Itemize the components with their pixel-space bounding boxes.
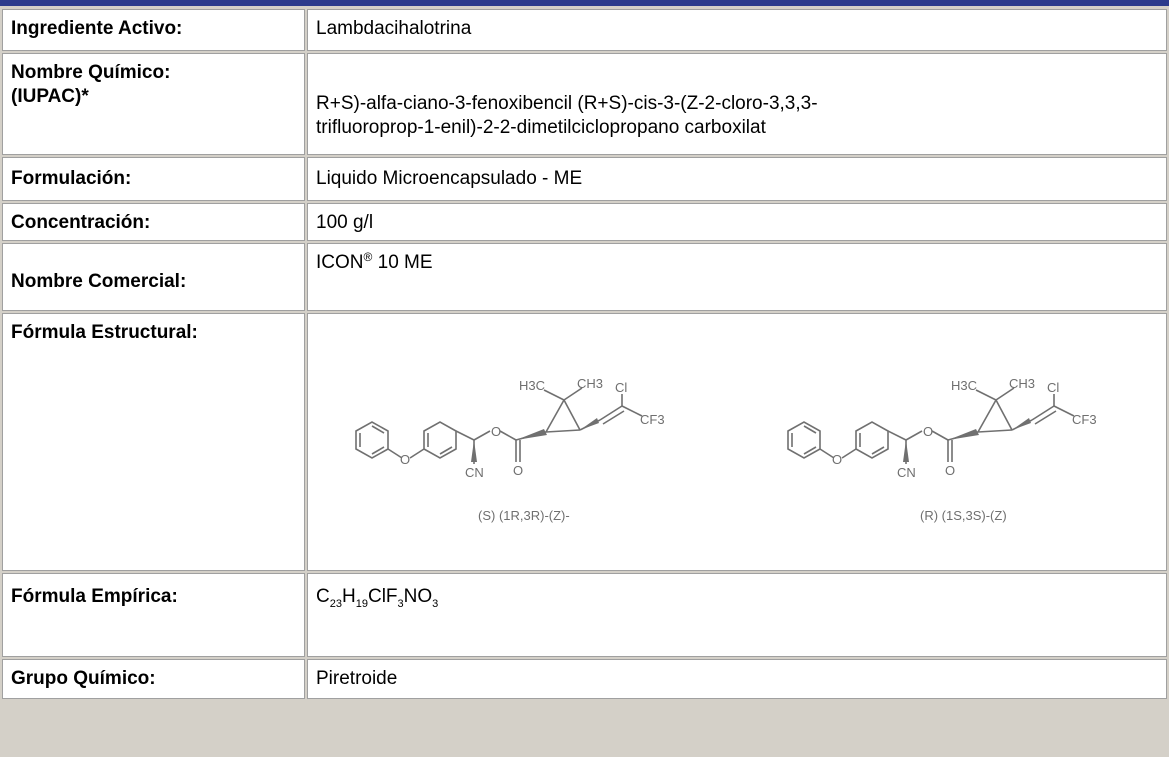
fe-c-count: 23: [329, 598, 342, 610]
right-cn-label: CN: [897, 465, 916, 480]
formula-estructural-value: O O O CN H3C CH3 Cl CF3 (S) (1R,3R)-(Z)-: [307, 313, 1167, 571]
table-row: Nombre Químico: (IUPAC)* R+S)-alfa-ciano…: [2, 53, 1167, 155]
right-stereo-wedges: [903, 418, 1031, 462]
right-carbonyl-oxygen-label: O: [945, 463, 955, 478]
nombre-comercial-brand: ICON: [316, 252, 364, 273]
fe-no: NO: [403, 586, 433, 607]
left-h3c-label: H3C: [519, 378, 545, 393]
fe-o-count: 3: [432, 598, 439, 610]
left-stereo-caption: (S) (1R,3R)-(Z)-: [478, 508, 570, 523]
fe-h: H: [341, 586, 356, 607]
product-data-sheet: Ingrediente Activo: Lambdacihalotrina No…: [0, 6, 1169, 757]
table-row: Grupo Químico: Piretroide: [2, 659, 1167, 699]
left-ch3-label: CH3: [577, 376, 603, 391]
formula-estructural-label: Fórmula Estructural:: [2, 313, 305, 571]
formula-empirica-label: Fórmula Empírica:: [2, 573, 305, 657]
left-cf3-label: CF3: [640, 412, 665, 427]
formula-empirica-value: C23H19ClF3NO3: [307, 573, 1167, 657]
nombre-comercial-value: ICON® 10 ME: [307, 243, 1167, 311]
table-row: Nombre Comercial: ICON® 10 ME: [2, 243, 1167, 311]
left-stereo-wedges: [471, 418, 599, 462]
right-h3c-label: H3C: [951, 378, 977, 393]
right-ch3-label: CH3: [1009, 376, 1035, 391]
formulacion-label: Formulación:: [2, 157, 305, 201]
nombre-quimico-label-line1: Nombre Químico:: [11, 62, 171, 83]
nombre-comercial-rest: 10 ME: [372, 252, 433, 273]
table-row: Ingrediente Activo: Lambdacihalotrina: [2, 9, 1167, 51]
structural-formula-drawing: O O O CN H3C CH3 Cl CF3 (S) (1R,3R)-(Z)-: [355, 376, 1097, 523]
right-cl-label: Cl: [1047, 380, 1059, 395]
left-ether-oxygen-label: O: [400, 452, 410, 467]
table-row: Formulación: Liquido Microencapsulado - …: [2, 157, 1167, 201]
table-row: Concentración: 100 g/l: [2, 203, 1167, 241]
top-border-bar: [0, 0, 1169, 6]
left-structure-atom-labels: O O O CN H3C CH3 Cl CF3: [400, 376, 665, 480]
right-ether-oxygen-label: O: [832, 452, 842, 467]
right-ester-oxygen-label: O: [923, 424, 933, 439]
right-stereo-caption: (R) (1S,3S)-(Z): [920, 508, 1007, 523]
fe-f-count: 3: [397, 598, 404, 610]
nombre-quimico-value-line2: trifluoroprop-1-enil)-2-2-dimetilciclopr…: [316, 117, 766, 138]
fe-h-count: 19: [355, 598, 368, 610]
grupo-quimico-label: Grupo Químico:: [2, 659, 305, 699]
ingrediente-activo-value: Lambdacihalotrina: [307, 9, 1167, 51]
right-cf3-label: CF3: [1072, 412, 1097, 427]
table-row: Fórmula Estructural:: [2, 313, 1167, 571]
registered-mark: ®: [363, 250, 373, 264]
fe-clf: ClF: [367, 586, 398, 607]
nombre-quimico-label: Nombre Químico: (IUPAC)*: [2, 53, 305, 155]
product-data-table: Ingrediente Activo: Lambdacihalotrina No…: [0, 7, 1169, 701]
nombre-quimico-value-line1: R+S)-alfa-ciano-3-fenoxibencil (R+S)-cis…: [316, 93, 818, 114]
right-structure-atom-labels: O O O CN H3C CH3 Cl CF3: [832, 376, 1097, 480]
left-cn-label: CN: [465, 465, 484, 480]
table-row: Fórmula Empírica: C23H19ClF3NO3: [2, 573, 1167, 657]
left-carbonyl-oxygen-label: O: [513, 463, 523, 478]
nombre-quimico-label-line2: (IUPAC)*: [11, 86, 89, 107]
grupo-quimico-value: Piretroide: [307, 659, 1167, 699]
formulacion-value: Liquido Microencapsulado - ME: [307, 157, 1167, 201]
nombre-comercial-label: Nombre Comercial:: [2, 243, 305, 311]
fe-c: C: [316, 586, 330, 607]
nombre-quimico-value: R+S)-alfa-ciano-3-fenoxibencil (R+S)-cis…: [307, 53, 1167, 155]
concentracion-label: Concentración:: [2, 203, 305, 241]
left-cl-label: Cl: [615, 380, 627, 395]
ingrediente-activo-label: Ingrediente Activo:: [2, 9, 305, 51]
concentracion-value: 100 g/l: [307, 203, 1167, 241]
left-ester-oxygen-label: O: [491, 424, 501, 439]
